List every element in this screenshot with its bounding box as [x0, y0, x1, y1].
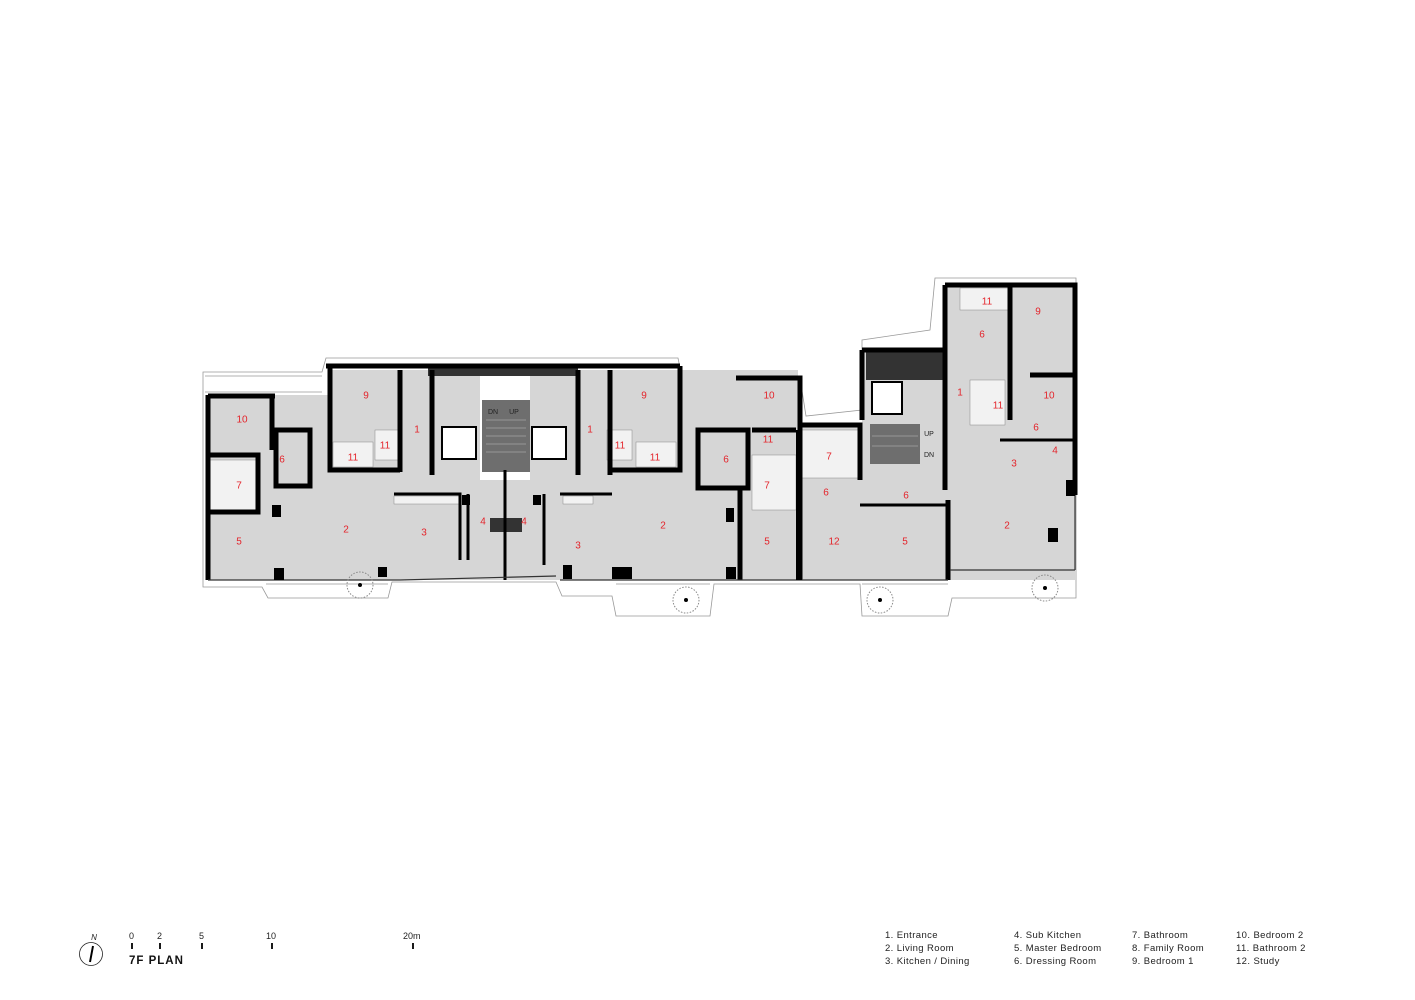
- room-number-label: 3: [421, 528, 427, 539]
- room-number-label: 6: [279, 455, 285, 466]
- scale-bar: [131, 943, 414, 949]
- room-number-label: 1: [414, 425, 420, 436]
- legend-col-3: 7. Bathroom 8. Family Room 9. Bedroom 1: [1132, 929, 1204, 968]
- scale-tick-10: 10: [266, 931, 277, 941]
- room-number-label: 4: [480, 517, 486, 528]
- room-number-label: 11: [348, 453, 359, 464]
- room-number-label: 6: [903, 491, 909, 502]
- room-number-label: 3: [575, 541, 581, 552]
- legend-item: 3. Kitchen / Dining: [885, 956, 970, 967]
- room-number-label: 7: [764, 481, 770, 492]
- room-number-label: 7: [826, 452, 832, 463]
- stair-label-dn: DN: [488, 409, 498, 416]
- stair-label-up: UP: [509, 409, 519, 416]
- legend-item: 8. Family Room: [1132, 943, 1205, 954]
- room-number-label: 12: [828, 537, 840, 548]
- plan-title: 7F PLAN: [129, 955, 184, 967]
- room-number-label: 2: [660, 521, 666, 532]
- scale-tick-20: 20m: [403, 931, 421, 941]
- legend-col-1: 1. Entrance 2. Living Room 3. Kitchen / …: [885, 929, 970, 968]
- room-number-label: 5: [764, 537, 770, 548]
- room-number-label: 10: [236, 415, 248, 426]
- legend-item: 11. Bathroom 2: [1236, 943, 1306, 954]
- room-number-label: 11: [380, 441, 391, 452]
- columns: [272, 430, 1075, 580]
- legend-item: 10. Bedroom 2: [1236, 930, 1304, 941]
- room-number-label: 9: [1035, 307, 1041, 318]
- legend-item: 12. Study: [1236, 956, 1280, 967]
- room-number-label: 9: [363, 391, 369, 402]
- room-number-label: 1: [587, 425, 593, 436]
- scale-tick-2: 2: [157, 931, 163, 941]
- room-number-label: 4: [1052, 446, 1058, 457]
- tree-symbols: [346, 571, 1059, 614]
- stair-label-up-2: UP: [924, 431, 934, 438]
- scale-tick-5: 5: [199, 931, 205, 941]
- wet-rooms: [209, 287, 1011, 511]
- legend-col-2: 4. Sub Kitchen 5. Master Bedroom 6. Dres…: [1014, 929, 1102, 968]
- north-arrow-icon: N: [79, 933, 103, 966]
- room-number-label: 9: [641, 391, 647, 402]
- room-number-label: 11: [763, 435, 774, 446]
- room-number-label: 6: [979, 330, 985, 341]
- room-number-label: 1: [957, 388, 963, 399]
- room-number-label: 11: [650, 453, 661, 464]
- circulation-core: [428, 352, 946, 532]
- room-number-label: 11: [615, 441, 626, 452]
- stair-label-dn-2: DN: [924, 452, 934, 459]
- room-number-label: 10: [763, 391, 775, 402]
- room-number-label: 5: [902, 537, 908, 548]
- room-number-label: 6: [823, 488, 829, 499]
- room-number-label: 2: [343, 525, 349, 536]
- legend-col-4: 10. Bedroom 2 11. Bathroom 2 12. Study: [1236, 929, 1306, 968]
- north-label: N: [91, 933, 97, 942]
- legend-item: 1. Entrance: [885, 930, 938, 941]
- room-number-label: 6: [1033, 423, 1039, 434]
- room-number-label: 11: [993, 401, 1004, 412]
- legend-item: 6. Dressing Room: [1014, 956, 1097, 967]
- legend-item: 5. Master Bedroom: [1014, 943, 1102, 954]
- room-number-label: 3: [1011, 459, 1017, 470]
- room-number-label: 2: [1004, 521, 1010, 532]
- legend-item: 4. Sub Kitchen: [1014, 930, 1082, 941]
- room-number-label: 4: [521, 517, 527, 528]
- room-number-label: 7: [236, 481, 242, 492]
- walls: [205, 282, 1078, 581]
- room-number-label: 5: [236, 537, 242, 548]
- room-number-label: 10: [1043, 391, 1055, 402]
- legend-item: 2. Living Room: [885, 943, 954, 954]
- legend-item: 9. Bedroom 1: [1132, 956, 1194, 967]
- scale-tick-0: 0: [129, 931, 135, 941]
- room-number-label: 11: [982, 297, 993, 308]
- room-number-label: 6: [723, 455, 729, 466]
- legend-item: 7. Bathroom: [1132, 930, 1189, 941]
